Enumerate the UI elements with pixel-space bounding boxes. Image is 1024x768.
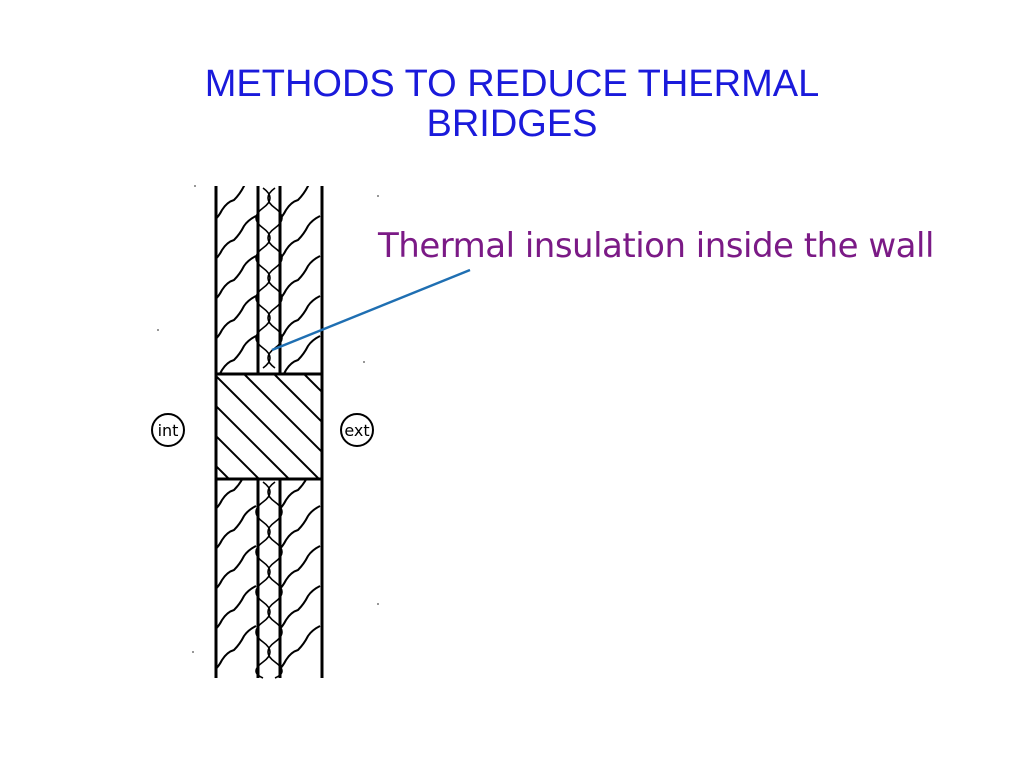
scan-specks <box>157 185 379 653</box>
callout-leader-line <box>271 268 471 352</box>
exterior-side-marker: ext <box>340 413 374 447</box>
insulation-callout-label: Thermal insulation inside the wall <box>378 226 934 266</box>
structural-block <box>214 372 324 481</box>
masonry-leaf-exterior-bottom <box>280 479 321 671</box>
cavity-insulation <box>255 187 283 679</box>
masonry-leaf-interior-bottom <box>216 479 257 671</box>
interior-label: int <box>158 421 179 440</box>
title-line-1: METHODS TO REDUCE THERMAL <box>204 63 820 105</box>
masonry-leaf-interior-top <box>216 186 257 374</box>
wall-outline <box>214 186 324 678</box>
interior-side-marker: int <box>151 413 185 447</box>
exterior-label: ext <box>344 421 369 440</box>
masonry-leaf-exterior-top <box>280 186 321 374</box>
slide-title: METHODS TO REDUCE THERMAL BRIDGES <box>100 64 924 144</box>
title-line-2: BRIDGES <box>426 103 598 145</box>
